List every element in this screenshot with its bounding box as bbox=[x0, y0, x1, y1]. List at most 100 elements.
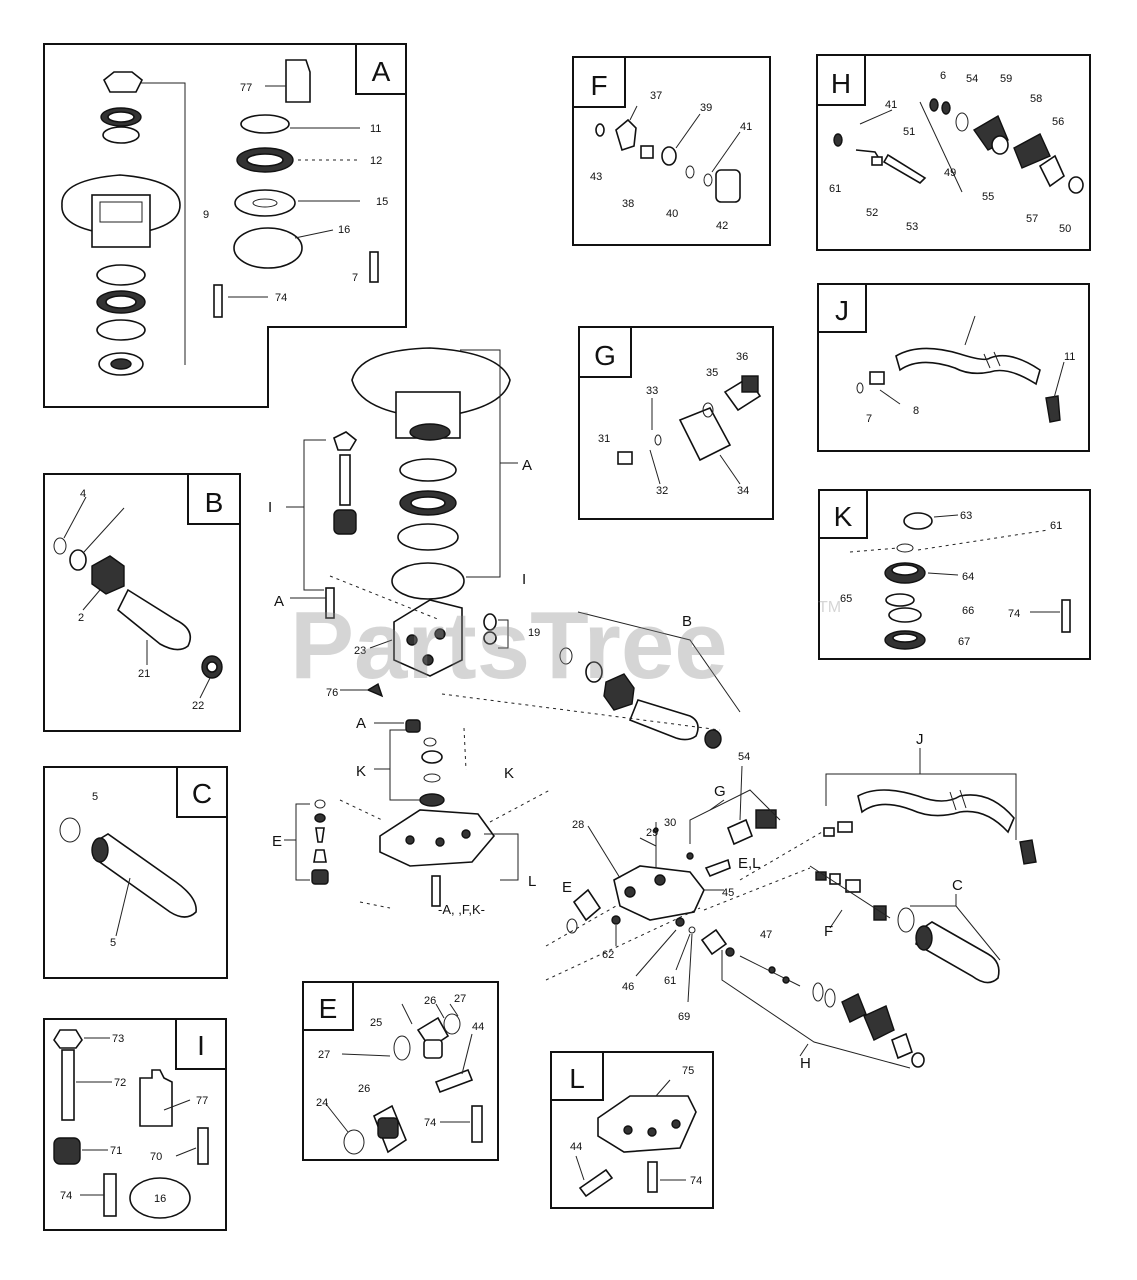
label-k-left: K bbox=[356, 763, 366, 780]
callout-77: 77 bbox=[196, 1095, 208, 1107]
callout-61: 61 bbox=[829, 183, 841, 195]
callout-53: 53 bbox=[906, 221, 918, 233]
main-assembly bbox=[284, 347, 1037, 1069]
panel-a: A 77 11 12 15 16 9 bbox=[43, 43, 407, 408]
panel-f: F 37 39 41 43 38 40 42 bbox=[572, 56, 771, 246]
callout-44: 44 bbox=[472, 1021, 484, 1033]
callout-74: 74 bbox=[275, 292, 287, 304]
callout-44: 44 bbox=[570, 1141, 582, 1153]
panel-k: K 63 61 64 65 66 74 67 bbox=[818, 489, 1091, 660]
panel-f-letter: F bbox=[590, 70, 607, 101]
label-j: J bbox=[916, 731, 924, 748]
panel-j-letter: J bbox=[835, 295, 849, 326]
panel-h-letter: H bbox=[831, 68, 851, 99]
callout-74: 74 bbox=[1008, 608, 1020, 620]
callout-72: 72 bbox=[114, 1077, 126, 1089]
callout-41: 41 bbox=[885, 99, 897, 111]
callout-76: 76 bbox=[326, 687, 338, 699]
main-callouts: 19 23 76 30 29 28 54 45 47 62 46 61 69 A… bbox=[268, 457, 963, 1072]
callout-70: 70 bbox=[150, 1151, 162, 1163]
callout-30: 30 bbox=[664, 817, 676, 829]
callout-26-lower: 26 bbox=[358, 1083, 370, 1095]
callout-69: 69 bbox=[678, 1011, 690, 1023]
panel-e: E 26 27 25 44 27 24 26 74 bbox=[302, 981, 499, 1161]
panel-e-letter: E bbox=[319, 993, 338, 1024]
callout-22: 22 bbox=[192, 700, 204, 712]
callout-33: 33 bbox=[646, 385, 658, 397]
callout-56: 56 bbox=[1052, 116, 1064, 128]
panel-g-letter: G bbox=[594, 340, 616, 371]
callout-49: 49 bbox=[944, 167, 956, 179]
panel-i: I 73 72 77 71 70 74 16 bbox=[43, 1018, 227, 1231]
callout-46: 46 bbox=[622, 981, 634, 993]
callout-63: 63 bbox=[960, 510, 972, 522]
label-b: B bbox=[682, 613, 692, 630]
callout-71: 71 bbox=[110, 1145, 122, 1157]
callout-7: 7 bbox=[352, 272, 358, 284]
callout-4: 4 bbox=[80, 488, 86, 500]
callout-38: 38 bbox=[622, 198, 634, 210]
callout-12: 12 bbox=[370, 155, 382, 167]
label-i-left: I bbox=[268, 499, 272, 516]
label-g: G bbox=[714, 783, 726, 800]
callout-32: 32 bbox=[656, 485, 668, 497]
label-f: F bbox=[824, 923, 833, 940]
callout-73: 73 bbox=[112, 1033, 124, 1045]
callout-23: 23 bbox=[354, 645, 366, 657]
callout-25: 25 bbox=[370, 1017, 382, 1029]
panel-a-letter: A bbox=[372, 56, 391, 87]
callout-45: 45 bbox=[722, 887, 734, 899]
panel-l: L 75 44 74 bbox=[550, 1051, 714, 1209]
callout-26: 26 bbox=[424, 995, 436, 1007]
label-el: E,L bbox=[738, 855, 761, 872]
label-a-top: A bbox=[522, 457, 532, 474]
callout-27-lower: 27 bbox=[318, 1049, 330, 1061]
panel-i-letter: I bbox=[197, 1030, 205, 1061]
label-l: L bbox=[528, 873, 536, 890]
label-a-mid: A bbox=[356, 715, 366, 732]
label-a-left: A bbox=[274, 593, 284, 610]
panel-h: H 6 54 59 41 58 51 56 61 49 52 53 55 57 … bbox=[816, 54, 1091, 251]
callout-40: 40 bbox=[666, 208, 678, 220]
callout-67: 67 bbox=[958, 636, 970, 648]
callout-29: 29 bbox=[646, 827, 658, 839]
callout-61: 61 bbox=[664, 975, 676, 987]
callout-35: 35 bbox=[706, 367, 718, 379]
panel-j: J 7 8 11 bbox=[817, 283, 1090, 452]
label-e-mid: E bbox=[562, 879, 572, 896]
label-i-right: I bbox=[522, 571, 526, 588]
label-afk: -A, ,F,K- bbox=[438, 902, 485, 917]
callout-42: 42 bbox=[716, 220, 728, 232]
callout-54: 54 bbox=[738, 751, 750, 763]
callout-74: 74 bbox=[690, 1175, 702, 1187]
label-c: C bbox=[952, 877, 963, 894]
callout-21: 21 bbox=[138, 668, 150, 680]
panel-b: B 4 2 21 22 bbox=[43, 473, 241, 732]
callout-8: 8 bbox=[913, 405, 919, 417]
callout-66: 66 bbox=[962, 605, 974, 617]
callout-61: 61 bbox=[1050, 520, 1062, 532]
panel-c: C 5 5 bbox=[43, 766, 228, 979]
callout-11: 11 bbox=[1064, 351, 1075, 363]
partstree-watermark: PartsTree TM bbox=[290, 592, 841, 699]
callout-15: 15 bbox=[376, 196, 388, 208]
callout-65: 65 bbox=[840, 593, 852, 605]
callout-52: 52 bbox=[866, 207, 878, 219]
watermark-trademark: TM bbox=[818, 599, 841, 616]
callout-11: 11 bbox=[370, 123, 381, 135]
callout-58: 58 bbox=[1030, 93, 1042, 105]
label-e-left: E bbox=[272, 833, 282, 850]
callout-41: 41 bbox=[740, 121, 752, 133]
callout-37: 37 bbox=[650, 90, 662, 102]
callout-36: 36 bbox=[736, 351, 748, 363]
callout-19: 19 bbox=[528, 627, 540, 639]
label-h: H bbox=[800, 1055, 811, 1072]
callout-24: 24 bbox=[316, 1097, 328, 1109]
watermark-text: PartsTree bbox=[290, 592, 728, 699]
panel-k-letter: K bbox=[834, 501, 853, 532]
callout-77: 77 bbox=[240, 82, 252, 94]
callout-9: 9 bbox=[203, 209, 209, 221]
callout-5-lower: 5 bbox=[110, 937, 116, 949]
callout-6: 6 bbox=[940, 70, 946, 82]
